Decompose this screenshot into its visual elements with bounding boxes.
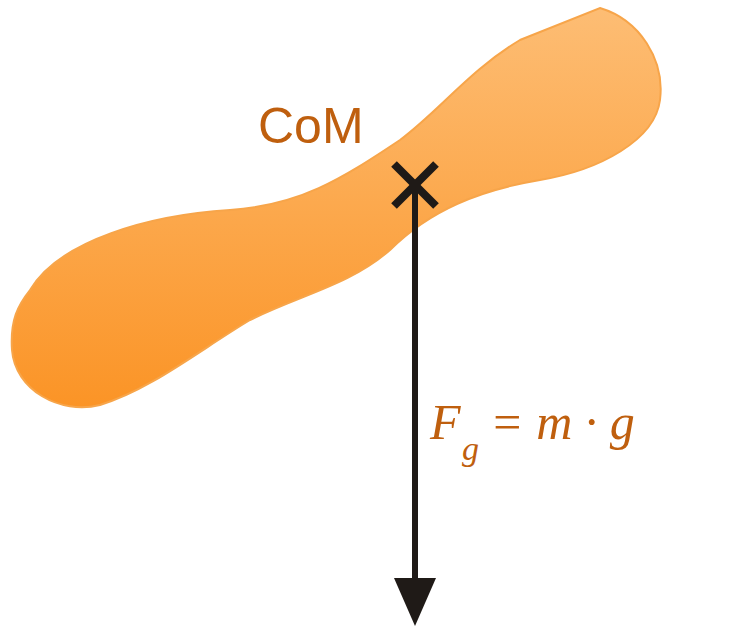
force-arrow-shaft xyxy=(412,188,418,582)
force-subscript: g xyxy=(462,432,479,466)
com-label: CoM xyxy=(258,101,364,151)
force-formula: = m · g xyxy=(490,397,635,447)
force-symbol: F xyxy=(430,397,461,447)
force-arrowhead xyxy=(394,578,436,626)
body-outline xyxy=(12,8,661,407)
com-marker xyxy=(394,164,436,206)
